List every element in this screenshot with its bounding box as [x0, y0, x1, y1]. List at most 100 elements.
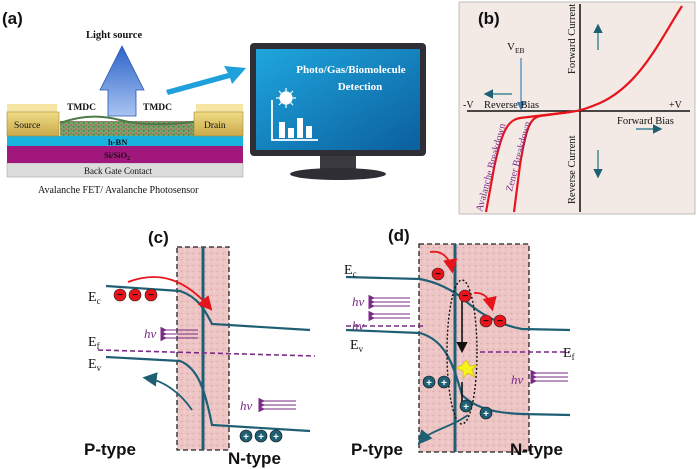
- monitor-neck: [320, 156, 356, 170]
- ntype-label-c: N-type: [228, 449, 281, 468]
- electron-c-3: [144, 288, 158, 302]
- arrow-to-monitor-icon: [166, 66, 246, 95]
- hbn-layer: [7, 136, 243, 146]
- panel-c: (c) Ec Ef Ev − − − + + + hν hν: [84, 228, 316, 468]
- photon-arrows-d-2: [368, 310, 410, 322]
- electron-path-d-1: [429, 250, 458, 274]
- panel-a-label: (a): [2, 9, 23, 28]
- hole-sign-d-3: +: [463, 402, 469, 413]
- device-caption: Avalanche FET/ Avalanche Photosensor: [38, 185, 199, 196]
- electron-d-1: [431, 267, 445, 281]
- hole-sign-d-4: +: [483, 409, 489, 420]
- si-sio2-layer: [7, 146, 243, 163]
- hole-sign-c-3: +: [273, 432, 279, 443]
- iv-curve-zener: [512, 110, 571, 213]
- fermi-level-c: [97, 349, 316, 357]
- electron-sign-d-1: −: [435, 269, 441, 280]
- hv-label-c-1: hν: [144, 326, 157, 341]
- hole-path-c: [142, 372, 193, 411]
- hv-label-d-3: hν: [511, 372, 524, 387]
- electron-c-1: [113, 288, 127, 302]
- hole-d-3: [459, 399, 473, 413]
- impact-ionization-icon: [455, 359, 478, 379]
- monitor-text-line2: Detection: [338, 81, 383, 93]
- hole-c-1: [239, 429, 253, 443]
- ntype-label-d: N-type: [510, 440, 563, 459]
- ec-label-d: Ec: [344, 263, 357, 279]
- panel-d-label: (d): [388, 226, 410, 245]
- tmdc-ripple: [59, 115, 201, 126]
- hole-d-2: [437, 375, 451, 389]
- electron-sign-c-3: −: [148, 290, 154, 301]
- hv-label-c-2: hν: [240, 398, 253, 413]
- electron-d-2: [458, 289, 472, 303]
- ptype-label-c: P-type: [84, 440, 136, 459]
- source-pad: [6, 111, 60, 137]
- hole-sign-c-2: +: [258, 432, 264, 443]
- photon-arrows-c-1: [160, 326, 198, 342]
- bar-chart-icon: [271, 100, 318, 141]
- hole-d-1: [422, 375, 436, 389]
- hole-c-2: [254, 429, 268, 443]
- photon-arrows-c-2: [258, 397, 296, 413]
- photon-arrows-d-3: [530, 369, 568, 385]
- ev-label-c: Ev: [88, 357, 102, 373]
- drain-pad: [193, 111, 244, 137]
- ptype-label-d: P-type: [351, 440, 403, 459]
- hole-d-4: [479, 406, 493, 420]
- tmdc-left-label: TMDC: [67, 103, 96, 113]
- reverse-bias-label: Reverse Bias: [484, 100, 539, 111]
- forward-bias-label: Forward Bias: [617, 116, 674, 127]
- pos-v-label: +V: [669, 100, 683, 111]
- source-pad-top: [7, 104, 57, 114]
- electron-path-d-2: [473, 292, 497, 312]
- source-label: Source: [14, 121, 40, 131]
- veb-label: VEB: [507, 41, 525, 55]
- panel-b-label: (b): [478, 9, 500, 28]
- valence-band-c: [105, 355, 311, 433]
- electron-sign-d-3: −: [483, 316, 489, 327]
- hbn-label: h-BN: [108, 137, 128, 147]
- si-sio2-label: Si/SiO2: [104, 150, 130, 162]
- tmdc-right-label: TMDC: [143, 103, 172, 113]
- drain-label: Drain: [204, 121, 226, 131]
- avalanche-region: [446, 279, 478, 425]
- ef-label-d: Ef: [563, 346, 575, 362]
- forward-current-label: Forward Current: [567, 4, 578, 74]
- panel-b-frame: [458, 1, 696, 215]
- hole-sign-d-2: +: [441, 378, 447, 389]
- hole-c-3: [269, 429, 283, 443]
- electron-d-3: [479, 314, 493, 328]
- panel-a: (a) Light source Source Drain TMDC TMDC …: [2, 9, 426, 196]
- hv-label-d-2: hν: [352, 318, 365, 333]
- iv-curve-avalanche: [484, 5, 683, 213]
- monitor-icon: Photo/Gas/Biomolecule Detection: [250, 43, 426, 180]
- hole-sign-d-1: +: [426, 378, 432, 389]
- electron-d-4: [493, 314, 507, 328]
- hv-label-d-1: hν: [352, 294, 365, 309]
- drain-pad-top: [196, 104, 243, 114]
- reverse-current-label: Reverse Current: [567, 135, 578, 204]
- electron-sign-c-1: −: [117, 290, 123, 301]
- panel-d: (d) Ec Ev Ef − − − − + + + +: [344, 226, 575, 459]
- electron-sign-c-2: −: [132, 290, 138, 301]
- ec-label-c: Ec: [88, 290, 101, 306]
- ev-label-d: Ev: [350, 338, 364, 354]
- virus-icon: [276, 88, 296, 108]
- electron-path-c: [127, 276, 213, 311]
- electron-c-2: [128, 288, 142, 302]
- neg-v-label: -V: [463, 100, 474, 111]
- electron-sign-d-2: −: [462, 291, 468, 302]
- hole-path-d: [417, 414, 469, 445]
- light-source-icon: [99, 45, 145, 117]
- monitor-text-line1: Photo/Gas/Biomolecule: [296, 64, 406, 76]
- hole-sign-c-1: +: [243, 432, 249, 443]
- panel-b: (b) VEB -V +V Reverse Bias Forward Bias …: [458, 1, 696, 215]
- electron-sign-d-4: −: [497, 316, 503, 327]
- panel-c-label: (c): [148, 228, 169, 247]
- ef-label-c: Ef: [88, 335, 100, 351]
- monitor-stand: [290, 168, 386, 180]
- light-source-label: Light source: [86, 30, 142, 41]
- photon-arrows-d-1: [368, 294, 410, 310]
